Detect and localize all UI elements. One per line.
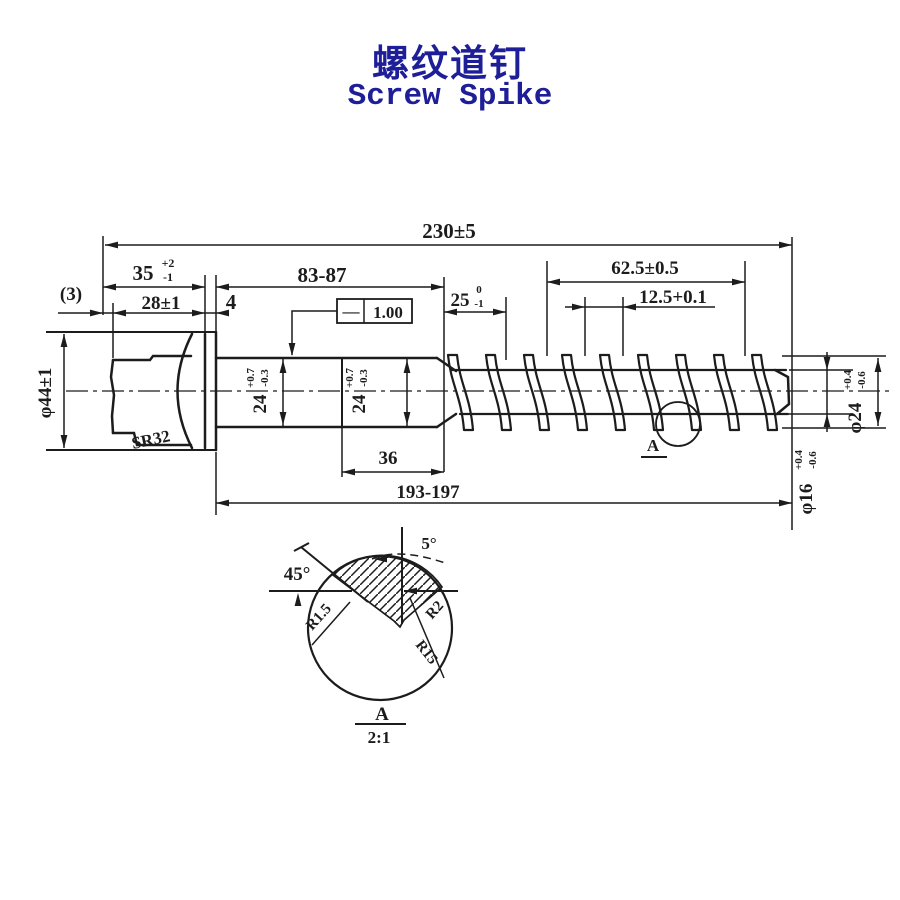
dim-shank-dia-1: 24: [250, 394, 271, 414]
dim-thread-minor-dia-tol-lower: -0.6: [807, 451, 819, 469]
detail-view: 45° 5° R1.5 R2 R15 A 2:1: [269, 527, 458, 747]
dim-thread-major-dia: φ24: [845, 402, 866, 433]
detail-flank-angle: 5°: [421, 534, 436, 553]
dim-head-step-ref: (3): [60, 284, 82, 305]
dim-head-length-tol-upper: +2: [162, 256, 175, 270]
thread-profile: [446, 353, 790, 432]
dimension-lines: [58, 236, 886, 530]
detail-radius-right-lower: R15: [412, 637, 441, 667]
dim-collar-thickness: 4: [226, 290, 237, 314]
dim-shank-dia-2: 24: [349, 394, 370, 414]
dim-thread-pitch: 12.5+0.1: [639, 287, 707, 308]
dim-thread-major-dia-tol-lower: -0.6: [856, 371, 868, 389]
detail-label: A: [375, 704, 389, 725]
dim-thread-runout: 25: [451, 290, 470, 311]
dim-head-diameter: φ44±1: [35, 368, 56, 419]
dim-thread-minor-dia-tol-upper: +0.4: [793, 449, 805, 470]
dim-thread-major-dia-tol-upper: +0.4: [842, 369, 854, 390]
dim-head-length: 35: [133, 261, 154, 285]
title-chinese: 螺纹道钉: [372, 41, 528, 85]
detail-chamfer-angle: 45°: [284, 564, 311, 585]
dim-head-sphere-radius: SR32: [130, 426, 172, 453]
dim-shank-length: 83-87: [298, 263, 347, 287]
dimension-arrows: [60, 241, 882, 606]
dim-head-width: 28±1: [142, 293, 181, 314]
straightness-value: 1.00: [373, 303, 403, 322]
title-english: Screw Spike: [347, 79, 553, 114]
straightness-symbol: —: [342, 302, 361, 321]
dim-shank-dia-2-tol-upper: +0.7: [344, 367, 356, 388]
dim-thread-gauge-length: 62.5±0.5: [611, 258, 678, 279]
detail-callout-label: A: [647, 436, 660, 455]
detail-scale: 2:1: [368, 728, 391, 747]
dim-mid-section-length: 36: [379, 448, 398, 469]
spike-outline: [46, 330, 791, 452]
dim-threaded-length: 193-197: [396, 482, 460, 503]
dim-shank-dia-2-tol-lower: -0.3: [358, 369, 370, 387]
dimension-labels: 230±5 35 +2 -1 (3) 28±1 4 83-87 25 0 -1 …: [35, 219, 868, 514]
straightness-frame: — 1.00: [291, 298, 413, 355]
dim-overall-length: 230±5: [422, 219, 476, 243]
dim-shank-dia-1-tol-upper: +0.7: [245, 367, 257, 388]
detail-radius-right-upper: R2: [423, 598, 447, 622]
dim-shank-dia-1-tol-lower: -0.3: [259, 369, 271, 387]
dim-thread-minor-dia: φ16: [796, 484, 817, 515]
detail-callout: A: [641, 401, 701, 458]
dim-thread-runout-tol-lower: -1: [474, 298, 483, 310]
dim-head-length-tol-lower: -1: [163, 270, 173, 284]
dim-thread-runout-tol-upper: 0: [476, 284, 482, 296]
